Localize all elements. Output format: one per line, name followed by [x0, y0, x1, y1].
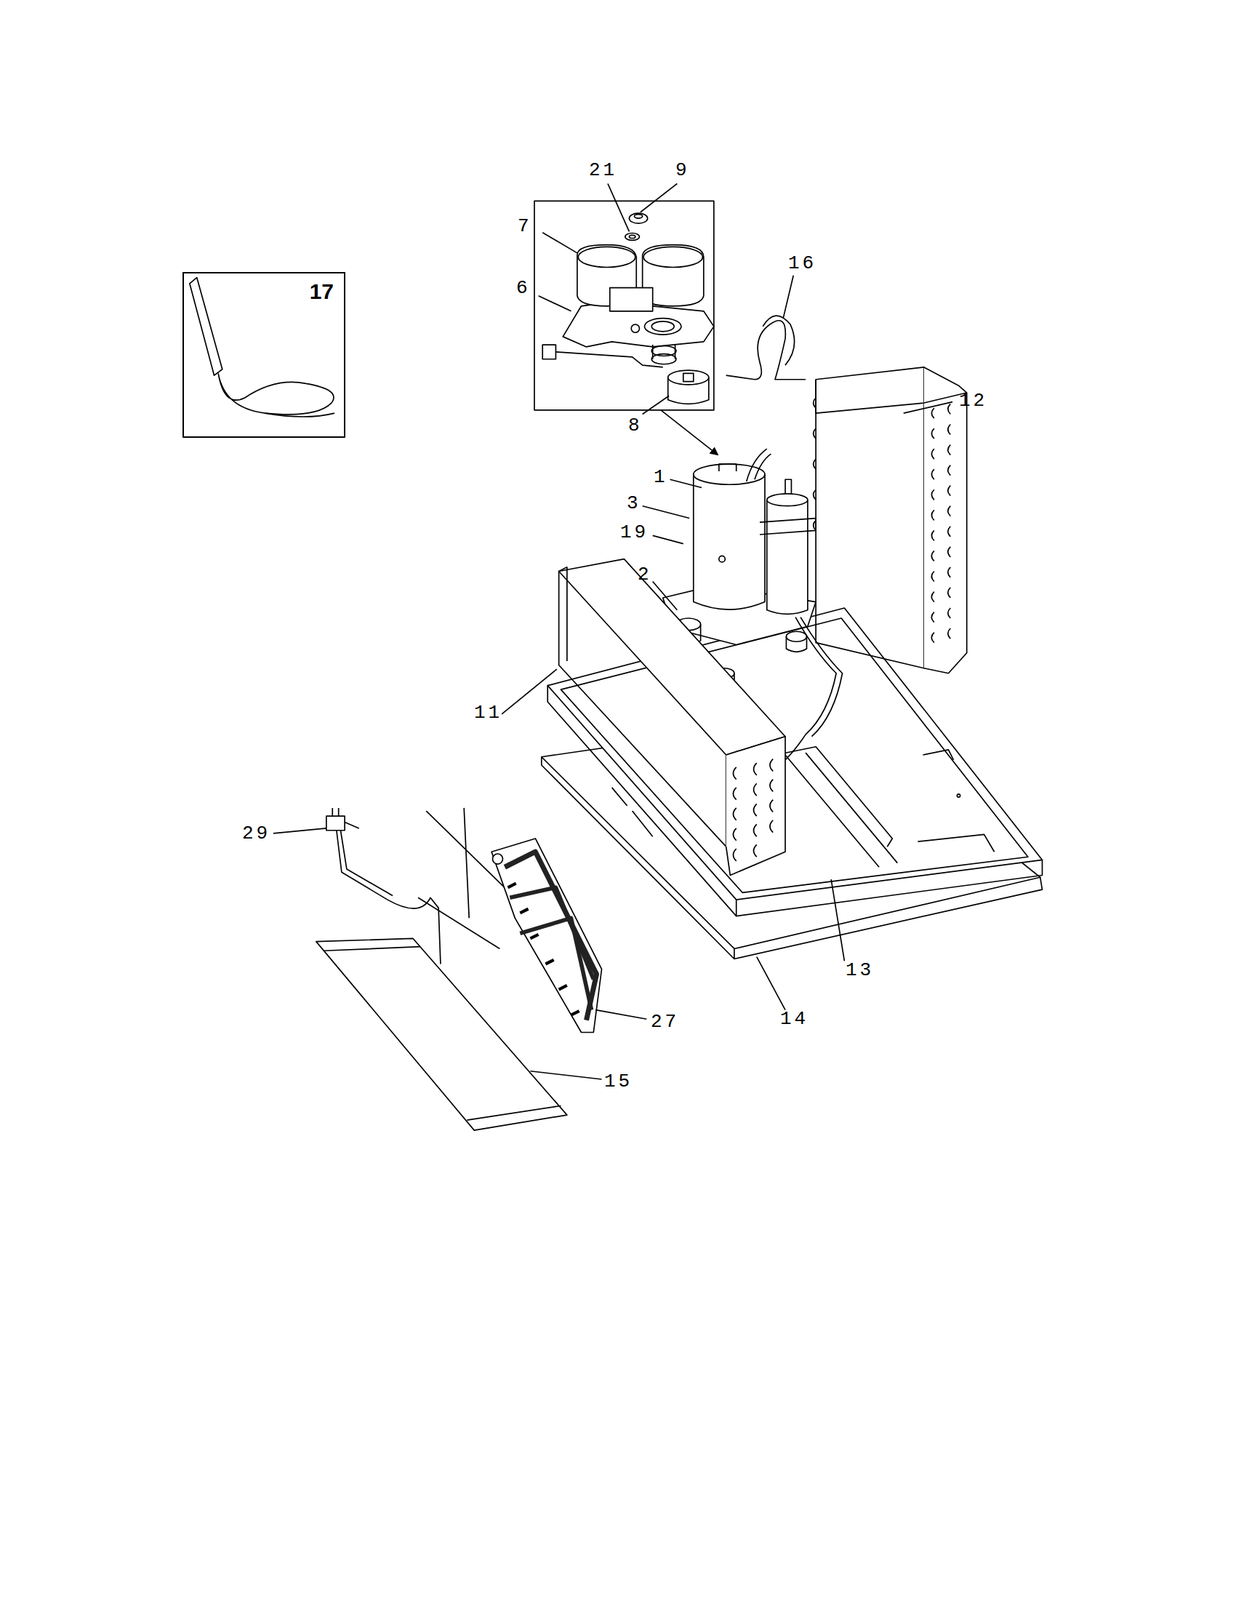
- callout-number: 2: [637, 564, 653, 584]
- callout-number: 8: [628, 415, 643, 435]
- callout-number: 16: [788, 253, 817, 273]
- capillary-coil: [726, 315, 806, 380]
- inset-frame: [534, 200, 714, 411]
- callout-number: 11: [474, 703, 503, 722]
- coupling-part: [651, 344, 709, 404]
- inset-arrow: [660, 410, 719, 456]
- callout-number: 21: [588, 160, 618, 180]
- callout-number: 15: [604, 1071, 633, 1091]
- nut-washer: [625, 213, 648, 240]
- inset-box: 17: [182, 271, 346, 438]
- callout-number: 29: [242, 823, 271, 843]
- callout-number: 6: [516, 278, 531, 298]
- callout-number: 27: [650, 1012, 680, 1031]
- callout-number: 1: [653, 467, 669, 487]
- leader-lines: [273, 183, 953, 1079]
- thermistor-sensor: [189, 277, 335, 417]
- motor-assembly: [542, 245, 714, 368]
- callout-number: 9: [675, 160, 690, 180]
- callout-number: 3: [626, 493, 642, 513]
- base-frame: [547, 607, 1042, 917]
- callout-number: 13: [845, 960, 874, 980]
- evaporator-coil: [813, 367, 967, 674]
- callout-number: 17: [309, 279, 334, 304]
- insulation-strip: [316, 937, 568, 1130]
- callout-number: 7: [517, 216, 533, 236]
- callout-number: 12: [958, 391, 988, 411]
- condenser-coil: [559, 559, 786, 876]
- callout-number: 19: [620, 522, 649, 542]
- callout-number: 14: [780, 1009, 809, 1029]
